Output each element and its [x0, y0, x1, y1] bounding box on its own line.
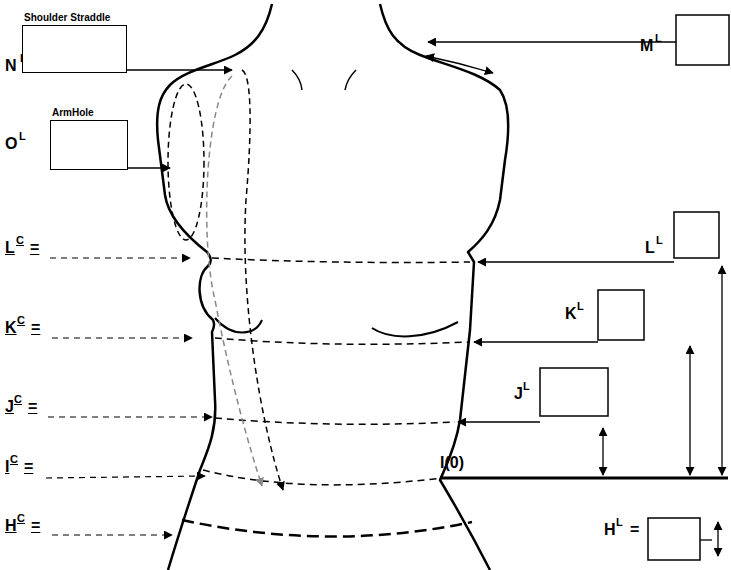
measure-label: L [656, 235, 663, 246]
measure-label: L [616, 517, 623, 528]
box-heading: Straddle [70, 12, 110, 23]
measure-label: J [514, 386, 523, 402]
measure-label: H [5, 518, 17, 534]
measure-label: = [31, 518, 40, 534]
box-heading: Shoulder [24, 12, 67, 23]
entry-box: ArmHole [50, 120, 128, 170]
measure-label: L [645, 240, 655, 256]
measure-label: L [655, 33, 662, 44]
measure-label: C [16, 235, 24, 246]
measure-label: N [5, 58, 17, 74]
measure-label: C [14, 394, 22, 405]
measure-label: O [5, 136, 17, 152]
measure-label: = [24, 459, 33, 475]
measure-label: L [5, 240, 15, 256]
measure-label: L [19, 131, 26, 142]
measure-label: = [30, 240, 39, 256]
measure-label: K [565, 306, 577, 322]
measure-label: = [630, 522, 639, 538]
measure-label: H [604, 522, 616, 538]
measure-label: C [17, 513, 25, 524]
measure-label: = [31, 320, 40, 336]
entry-box: ShoulderStraddle [22, 25, 127, 73]
box-heading: ArmHole [52, 107, 94, 118]
measure-label: I(0) [440, 455, 464, 471]
measure-label: M [640, 38, 653, 54]
measure-label: L [577, 301, 584, 312]
measure-label: L [523, 381, 530, 392]
measure-label: J [5, 399, 14, 415]
measure-label: = [28, 399, 37, 415]
measure-label: C [10, 454, 18, 465]
measure-label: K [5, 320, 17, 336]
measure-label: I [5, 459, 9, 475]
measure-label: C [17, 315, 25, 326]
